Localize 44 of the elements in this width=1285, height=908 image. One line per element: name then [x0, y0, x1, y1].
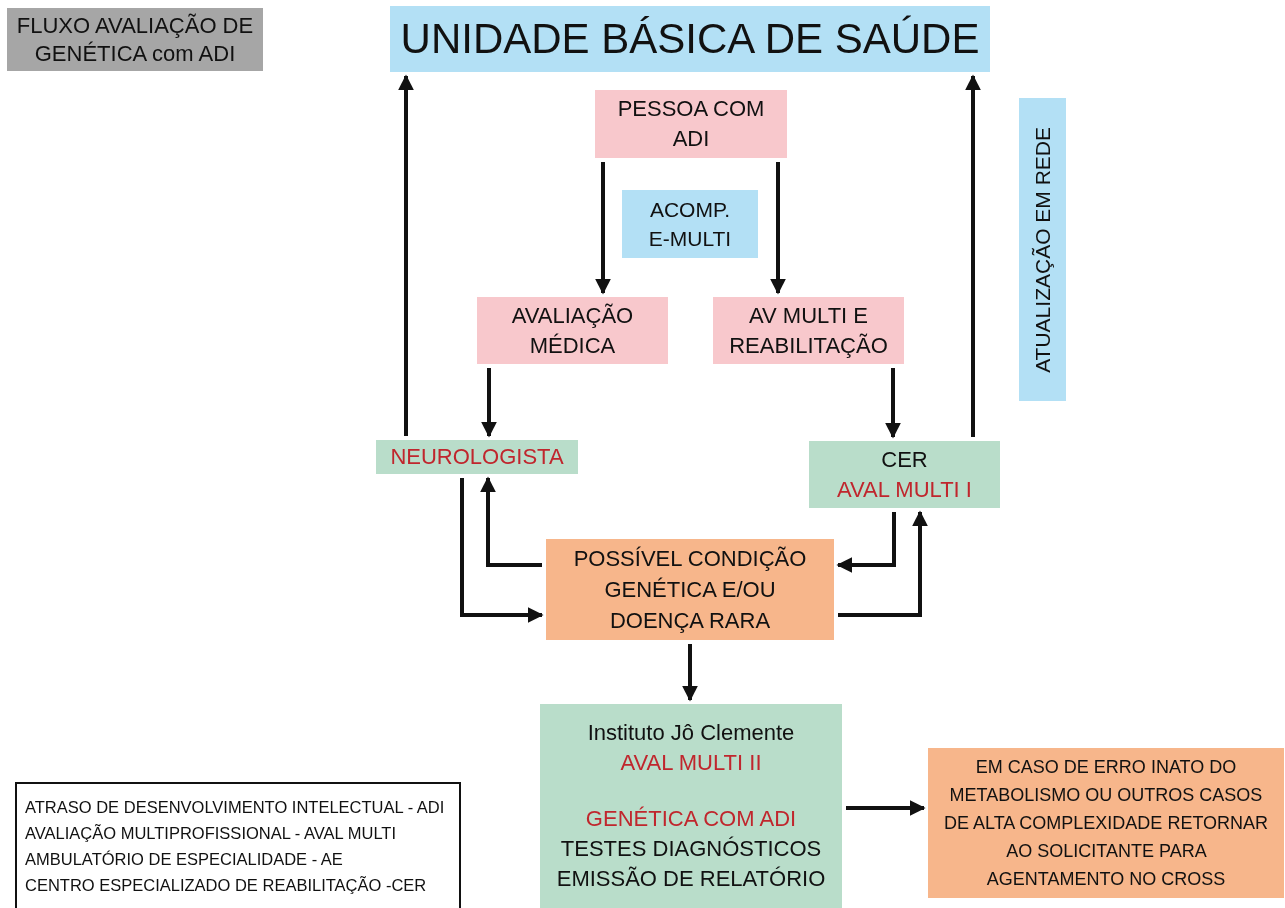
- box-text: ATUALIZAÇÃO EM REDE: [1029, 126, 1055, 373]
- process-box: [390, 6, 990, 72]
- arrow: [460, 478, 544, 623]
- process-box: [546, 539, 834, 640]
- process-box: [809, 441, 1000, 508]
- vertical-label-box: [1019, 98, 1066, 401]
- process-box: [595, 90, 787, 158]
- box-text: UNIDADE BÁSICA DE SAÚDE: [400, 15, 980, 63]
- box-text: TESTES DIAGNÓSTICOS: [560, 835, 822, 863]
- box-text: GENÉTICA COM ADI: [585, 805, 797, 833]
- process-box: [928, 748, 1284, 898]
- diagram-title: FLUXO AVALIAÇÃO DE GENÉTICA com ADI: [7, 8, 263, 71]
- arrow: [846, 800, 926, 816]
- box-text: AVALIAÇÃO MÉDICA: [510, 301, 635, 360]
- box-text: ACOMP. E-MULTI: [647, 197, 733, 252]
- process-box: [713, 297, 904, 364]
- box-text: AVAL MULTI II: [620, 749, 762, 777]
- box-text: NEUROLOGISTA: [390, 443, 564, 471]
- abbreviation-text: AMBULATÓRIO DE ESPECIALIDADE - AE: [25, 849, 344, 870]
- arrow: [836, 512, 896, 573]
- box-text: EM CASO DE ERRO INATO DO METABOLISMO OU OUTROS CASOS DE ALTA COMPLEXIDADE RETORNAR AO SOLICITANTE PARA AGENTAMENTO NO CROSS: [942, 756, 1270, 891]
- arrow: [965, 74, 981, 437]
- process-box: [477, 297, 668, 364]
- process-box: [376, 440, 578, 474]
- box-text: AV MULTI E REABILITAÇÃO: [728, 301, 889, 360]
- arrow: [682, 644, 698, 702]
- abbreviation-text: ATRASO DE DESENVOLVIMENTO INTELECTUAL - ADI: [25, 797, 446, 818]
- box-text: CER: [881, 445, 928, 474]
- box-text: POSSÍVEL CONDIÇÃO GENÉTICA E/OU DOENÇA RARA: [572, 545, 808, 635]
- box-text: AVAL MULTI I: [837, 475, 972, 504]
- arrow: [595, 162, 611, 295]
- arrow: [770, 162, 786, 295]
- arrow: [398, 74, 414, 436]
- arrow: [480, 476, 542, 567]
- abbreviation-text: AVALIAÇÃO MULTIPROFISSIONAL - AVAL MULTI: [25, 823, 398, 844]
- abbreviation-text: CENTRO ESPECIALIZADO DE REABILITAÇÃO -CER: [25, 875, 428, 896]
- process-box: [540, 704, 842, 908]
- arrow: [838, 510, 928, 617]
- box-text: EMISSÃO DE RELATÓRIO: [556, 865, 826, 893]
- box-text: PESSOA COM ADI: [616, 95, 766, 153]
- box-text: Instituto Jô Clemente: [587, 719, 795, 747]
- process-box: [622, 190, 758, 258]
- arrow: [481, 368, 497, 438]
- arrow: [885, 368, 901, 439]
